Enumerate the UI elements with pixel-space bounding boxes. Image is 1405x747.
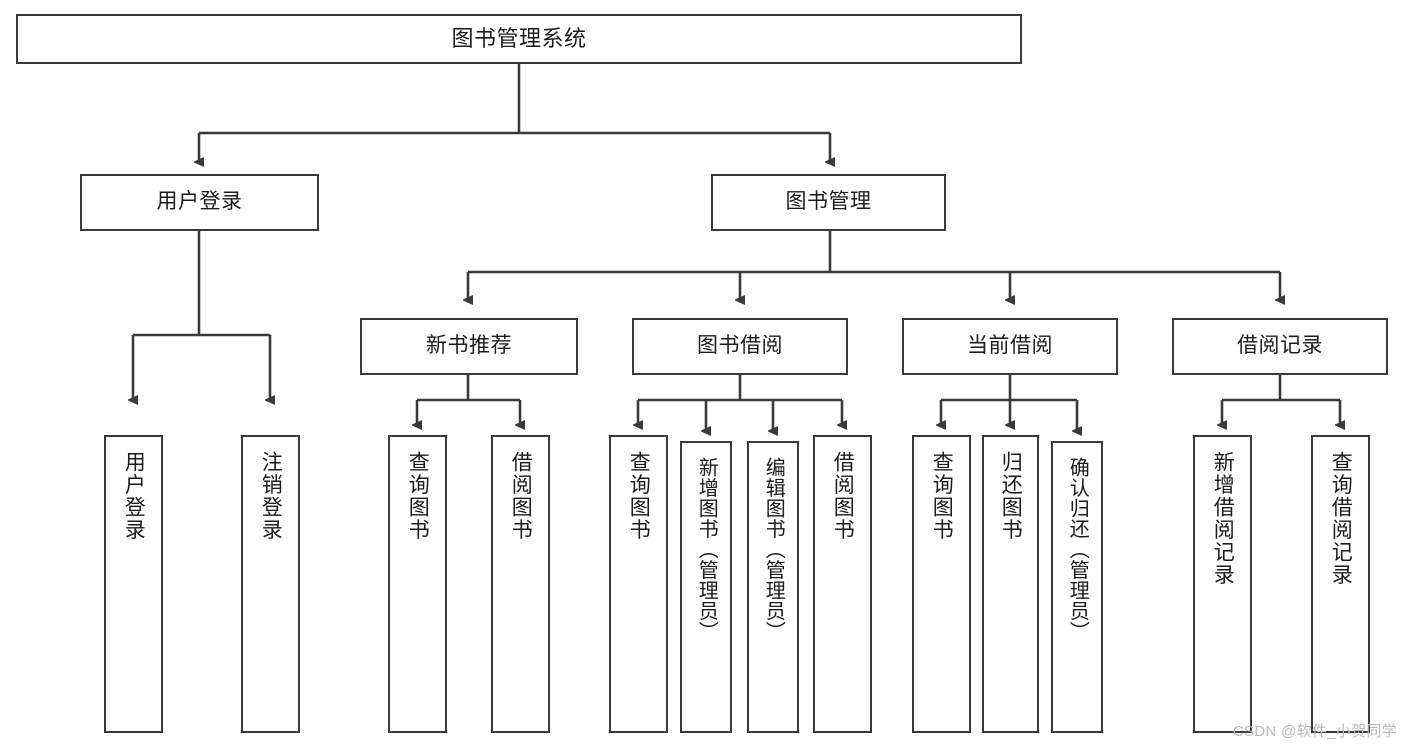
leaf-add-book-label: 新增图书（管理员）: [695, 457, 718, 642]
leaf-query-record[interactable]: 查询借阅记录: [1311, 435, 1370, 733]
node-root-label: 图书管理系统: [451, 26, 587, 52]
leaf-query-book-3[interactable]: 查询图书: [912, 435, 971, 733]
leaf-confirm-return-label: 确认归还（管理员）: [1066, 457, 1089, 642]
node-book-manage-label: 图书管理: [785, 190, 872, 214]
leaf-borrow-book-1-label: 借阅图书: [509, 451, 533, 541]
leaf-user-login[interactable]: 用户登录: [104, 435, 163, 733]
leaf-query-record-label: 查询借阅记录: [1329, 451, 1353, 586]
leaf-user-login-label: 用户登录: [122, 451, 146, 541]
node-book-manage[interactable]: 图书管理: [711, 174, 946, 231]
leaf-edit-book-label: 编辑图书（管理员）: [762, 457, 785, 642]
leaf-query-book-2-label: 查询图书: [627, 451, 651, 541]
node-current-borrow[interactable]: 当前借阅: [902, 318, 1118, 375]
node-book-borrow-label: 图书借阅: [697, 334, 783, 358]
node-borrow-record-label: 借阅记录: [1237, 334, 1323, 358]
leaf-query-book-1-label: 查询图书: [406, 451, 430, 541]
node-user-login[interactable]: 用户登录: [80, 174, 319, 231]
leaf-borrow-book-2[interactable]: 借阅图书: [813, 435, 872, 733]
leaf-add-record-label: 新增借阅记录: [1211, 451, 1235, 586]
leaf-query-book-2[interactable]: 查询图书: [609, 435, 668, 733]
node-book-borrow[interactable]: 图书借阅: [632, 318, 848, 375]
node-user-login-label: 用户登录: [156, 190, 243, 214]
leaf-add-book[interactable]: 新增图书（管理员）: [680, 441, 732, 733]
csdn-watermark: CSDN @软件_小贺同学: [1232, 723, 1397, 740]
node-root[interactable]: 图书管理系统: [16, 14, 1022, 64]
leaf-edit-book[interactable]: 编辑图书（管理员）: [747, 441, 799, 733]
leaf-query-book-3-label: 查询图书: [930, 451, 954, 541]
leaf-borrow-book-2-label: 借阅图书: [831, 451, 855, 541]
leaf-logout[interactable]: 注销登录: [241, 435, 300, 733]
leaf-return-book[interactable]: 归还图书: [982, 435, 1039, 733]
leaf-confirm-return[interactable]: 确认归还（管理员）: [1051, 441, 1103, 733]
leaf-borrow-book-1[interactable]: 借阅图书: [491, 435, 550, 733]
node-new-book-rec[interactable]: 新书推荐: [360, 318, 578, 375]
leaf-return-book-label: 归还图书: [999, 451, 1023, 541]
leaf-add-record[interactable]: 新增借阅记录: [1193, 435, 1252, 733]
leaf-logout-label: 注销登录: [259, 451, 283, 541]
node-new-book-rec-label: 新书推荐: [426, 334, 512, 358]
node-current-borrow-label: 当前借阅: [967, 334, 1053, 358]
node-borrow-record[interactable]: 借阅记录: [1172, 318, 1388, 375]
leaf-query-book-1[interactable]: 查询图书: [388, 435, 447, 733]
